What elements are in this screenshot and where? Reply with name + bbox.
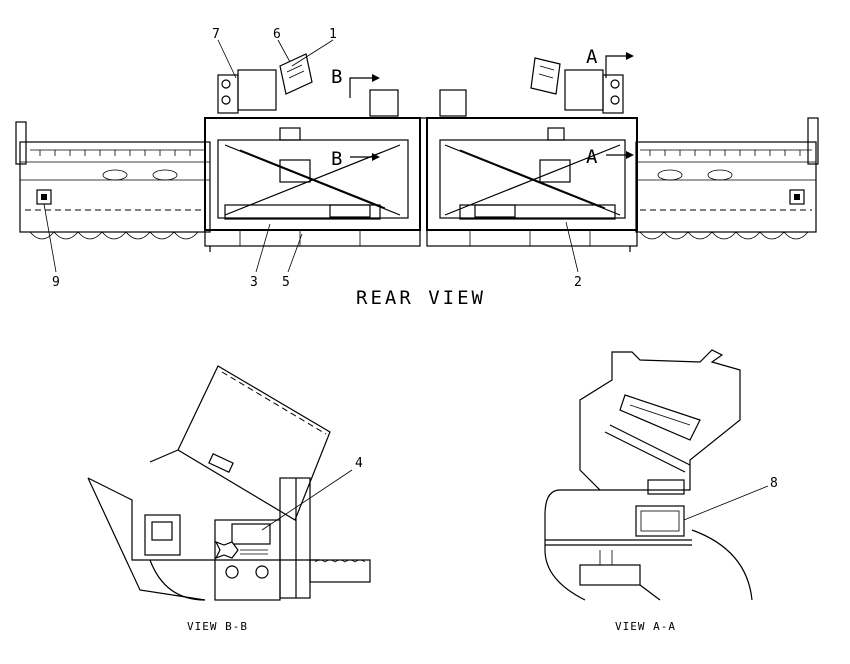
rear-view-drawing xyxy=(15,53,819,252)
callout-leaders xyxy=(43,39,579,273)
callout-3: 3 xyxy=(250,275,258,290)
section-letter-a: A xyxy=(586,46,598,68)
section-marker-b-mid: B xyxy=(331,148,380,170)
section-letter-a: A xyxy=(586,146,598,168)
section-marker-a-top: A xyxy=(586,46,634,78)
callout-6: 6 xyxy=(273,27,281,42)
section-marker-a-mid: A xyxy=(586,146,634,168)
callout-8: 8 xyxy=(770,476,778,491)
view-bb-title: VIEW B-B xyxy=(187,620,248,633)
callout-5: 5 xyxy=(282,275,290,290)
view-aa-title: VIEW A-A xyxy=(615,620,676,633)
section-letter-b: B xyxy=(331,66,342,88)
callout-9: 9 xyxy=(52,275,60,290)
callout-2: 2 xyxy=(574,275,582,290)
section-marker-b-top: B xyxy=(331,66,380,98)
callout-1: 1 xyxy=(329,27,337,42)
callout-7: 7 xyxy=(212,27,220,42)
section-letter-b: B xyxy=(331,148,342,170)
rear-view-title: REAR VIEW xyxy=(356,287,486,309)
callout-4: 4 xyxy=(355,456,363,471)
view-bb-drawing xyxy=(87,365,371,601)
view-aa-drawing xyxy=(544,349,769,601)
